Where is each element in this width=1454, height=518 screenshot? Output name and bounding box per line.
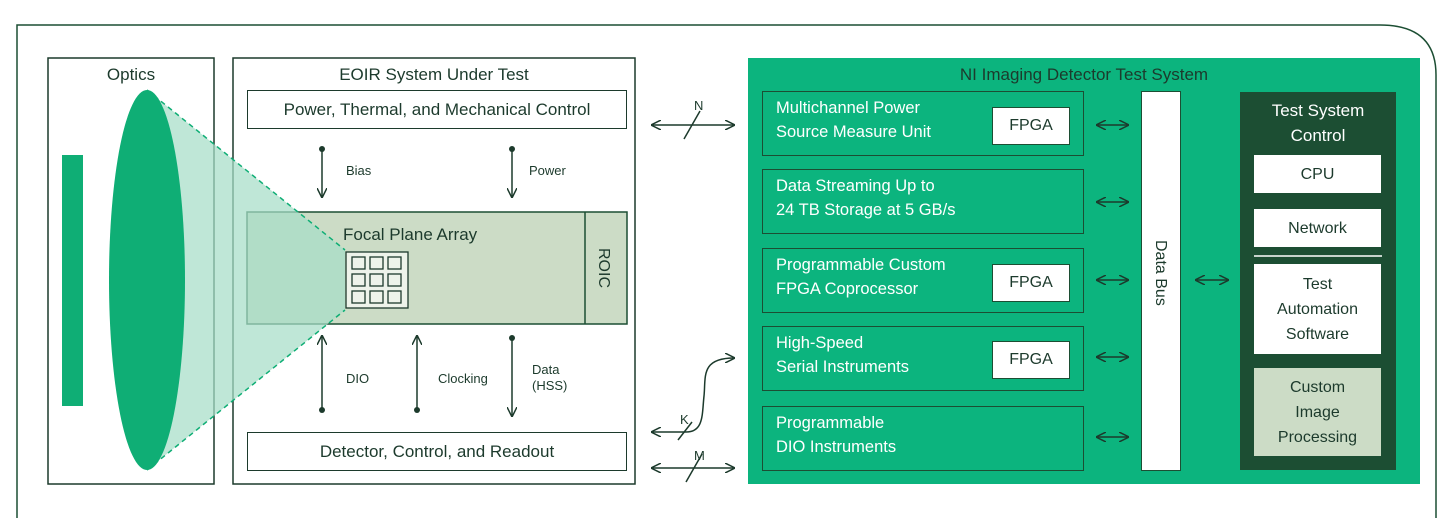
link-m-label: M	[694, 448, 705, 463]
software-line3: Software	[1285, 325, 1350, 343]
fpa-label: Focal Plane Array	[343, 225, 478, 244]
data-hss-label: Data (HSS)	[532, 362, 567, 394]
link-m-arrow-icon	[652, 453, 734, 483]
link-k-arrow-icon	[652, 358, 734, 441]
imaging-line1: Custom	[1289, 378, 1346, 396]
control-title: Test System Control	[1240, 98, 1396, 148]
clocking-arrow-icon	[414, 336, 420, 413]
module-line1: Data Streaming Up to	[776, 177, 935, 195]
module-line1: High-Speed	[776, 334, 864, 352]
roic-label: ROIC	[595, 248, 612, 288]
dio-arrow-icon	[319, 336, 325, 413]
beam-edge-bottom	[146, 309, 346, 471]
module-power-smu: Multichannel Power Source Measure Unit	[762, 91, 1084, 156]
module-line2: Source Measure Unit	[776, 123, 931, 141]
module-line1: Programmable	[776, 414, 885, 432]
bias-label: Bias	[346, 163, 372, 178]
cpu-box: CPU	[1254, 155, 1381, 193]
readout-box: Detector, Control, and Readout	[247, 432, 627, 471]
imaging-line2: Image	[1295, 403, 1340, 421]
link-k-label: K	[680, 412, 689, 427]
module-line2: Serial Instruments	[776, 358, 909, 376]
control-title-line2: Control	[1290, 126, 1346, 145]
image-processing-box: Custom Image Processing	[1254, 368, 1381, 456]
network-box: Network	[1254, 209, 1381, 247]
data-bus	[1141, 91, 1181, 471]
power-arrow-icon	[509, 146, 515, 197]
fpga-chip-2: FPGA	[992, 264, 1070, 302]
link-n-label: N	[694, 98, 704, 113]
data-label-line2: (HSS)	[532, 378, 568, 393]
optics-sensor-bar	[62, 155, 83, 406]
sut-title: EOIR System Under Test	[339, 65, 529, 84]
data-label-line1: Data	[532, 362, 560, 377]
bias-arrow-icon	[319, 146, 325, 197]
outer-frame	[16, 24, 1437, 518]
fpga-chip-1: FPGA	[992, 107, 1070, 145]
module-dio-instruments: Programmable DIO Instruments	[762, 406, 1084, 471]
clocking-label: Clocking	[438, 371, 488, 386]
module-line2: DIO Instruments	[776, 438, 897, 456]
module-line2: 24 TB Storage at 5 GB/s	[776, 201, 956, 219]
power-thermal-box: Power, Thermal, and Mechanical Control	[247, 90, 627, 129]
data-bus-label: Data Bus	[1152, 240, 1169, 306]
imaging-line3: Processing	[1277, 428, 1358, 446]
link-n-arrow-icon	[652, 110, 734, 140]
dio-label: DIO	[346, 371, 370, 386]
pixel-grid-icon	[345, 251, 409, 309]
beam-edge-top	[146, 89, 346, 251]
software-line2: Automation	[1277, 300, 1358, 318]
module-serial-instruments: High-Speed Serial Instruments	[762, 326, 1084, 391]
control-title-line1: Test System	[1271, 101, 1365, 120]
module-data-streaming: Data Streaming Up to 24 TB Storage at 5 …	[762, 169, 1084, 234]
module-line2: FPGA Coprocessor	[776, 280, 919, 298]
light-beam	[147, 90, 345, 470]
module-line1: Programmable Custom	[776, 256, 946, 274]
automation-software-box: Test Automation Software	[1254, 264, 1381, 354]
power-label: Power	[529, 163, 566, 178]
module-fpga-coprocessor: Programmable Custom FPGA Coprocessor	[762, 248, 1084, 313]
optics-title: Optics	[106, 65, 156, 84]
software-line1: Test	[1302, 275, 1333, 293]
data-arrow-icon	[509, 335, 515, 416]
fpga-chip-3: FPGA	[992, 341, 1070, 379]
ni-title: NI Imaging Detector Test System	[959, 65, 1209, 84]
module-line1: Multichannel Power	[776, 99, 920, 117]
lens-icon	[109, 90, 185, 470]
